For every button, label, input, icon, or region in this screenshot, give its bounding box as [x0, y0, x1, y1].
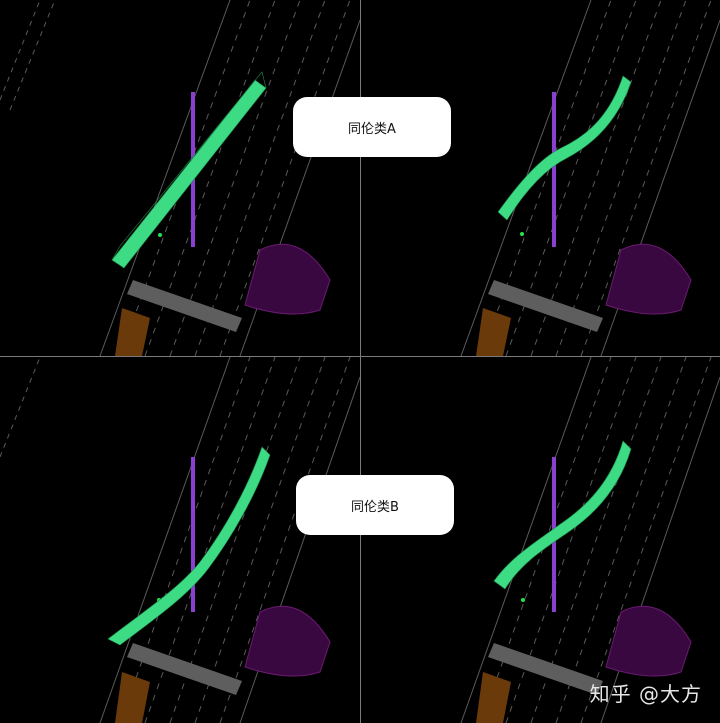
trajectory-tube: [493, 440, 632, 590]
area-region: [605, 605, 692, 677]
median-strip: [476, 308, 511, 356]
area-region: [244, 605, 331, 677]
scene-top-left: [0, 0, 360, 356]
scene-bottom-right: [460, 357, 720, 723]
label-homotopy-class-a: 同伦类A: [293, 97, 451, 157]
scene-bottom-left: [0, 357, 360, 723]
panel-top-left: [0, 0, 360, 356]
crosswalk: [488, 643, 603, 695]
watermark: 知乎 @大方: [589, 682, 702, 706]
trajectory-tube: [497, 75, 632, 221]
goal-dot: [158, 233, 162, 237]
panel-bottom-left: [0, 357, 360, 723]
median-strip: [476, 672, 511, 723]
label-text-a: 同伦类A: [348, 121, 396, 137]
area-region: [244, 243, 331, 315]
obstacle-bar: [552, 92, 556, 247]
crosswalk: [488, 280, 603, 332]
trajectory-tube: [111, 71, 267, 269]
panel-bottom-right: [361, 357, 720, 723]
trajectory-tube: [107, 446, 271, 646]
horizontal-divider: [0, 356, 720, 357]
crosswalk: [127, 280, 242, 332]
scene-top-right: [460, 0, 720, 356]
label-homotopy-class-b: 同伦类B: [296, 475, 454, 535]
median-strip: [115, 672, 150, 723]
median-strip: [115, 308, 150, 356]
vertical-divider: [360, 0, 361, 723]
goal-dot: [521, 598, 525, 602]
label-text-b: 同伦类B: [351, 499, 399, 515]
panel-top-right: [361, 0, 720, 356]
obstacle-bar: [191, 457, 195, 612]
crosswalk: [127, 643, 242, 695]
goal-dot: [520, 232, 524, 236]
area-region: [605, 243, 692, 315]
